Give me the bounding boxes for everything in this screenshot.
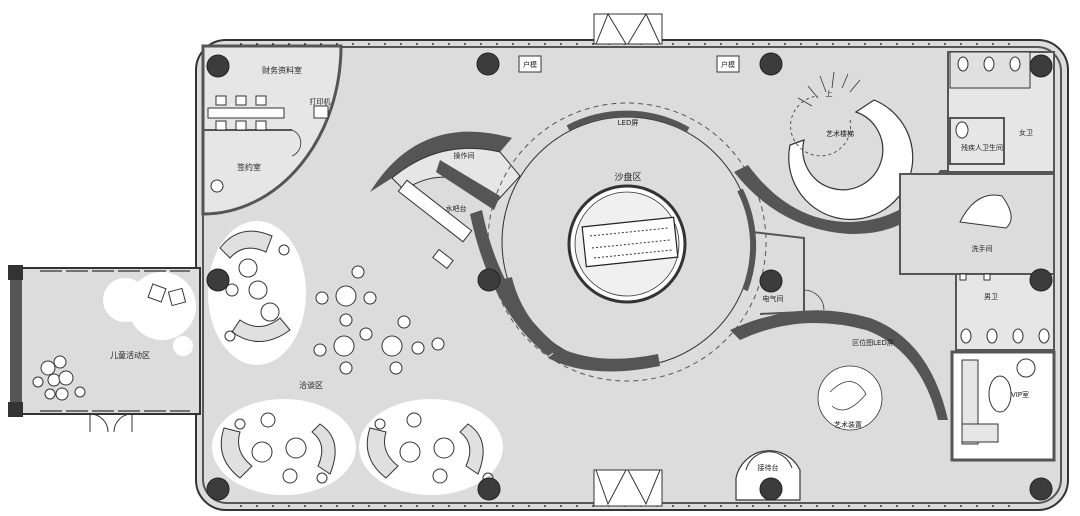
negotiation-area — [208, 221, 503, 495]
children-area-label: 儿童活动区 — [110, 350, 150, 360]
column — [759, 477, 783, 501]
service-block — [899, 51, 1056, 462]
column — [477, 268, 501, 292]
annex-west-wall — [10, 268, 22, 414]
column — [759, 52, 783, 76]
column — [759, 269, 783, 293]
top-entrance-door[interactable] — [593, 12, 663, 45]
art-installation — [817, 365, 883, 431]
sand-table-area-label: 沙盘区 — [614, 171, 641, 183]
finance-contract-room — [201, 44, 343, 216]
room-labels: 财务资料室 打印机 签约室 户模 户模 LED屏 操作间 水吧台 沙盘区 上 艺… — [110, 60, 1033, 472]
household-model-right-box — [716, 55, 740, 73]
sofa-island-bottom-right — [359, 399, 503, 495]
led-screen-wall — [566, 110, 690, 133]
printer-icon — [313, 105, 329, 119]
washroom-label: 洗手间 — [972, 244, 993, 253]
male-toilet-label: 男卫 — [984, 293, 998, 301]
room-door-arc[interactable] — [291, 129, 302, 157]
meeting-table — [207, 95, 285, 131]
column — [1029, 268, 1053, 292]
electrical-room — [751, 231, 825, 315]
column — [477, 477, 501, 501]
curved-partition-walls — [470, 165, 950, 420]
plant-icon — [210, 179, 224, 193]
art-installation-label: 艺术装置 — [834, 420, 862, 429]
reception-desk — [735, 450, 801, 501]
female-toilet-label: 女卫 — [1019, 128, 1033, 137]
column — [476, 52, 500, 76]
vip-sofa — [961, 359, 979, 445]
male-toilet — [955, 273, 1055, 351]
stairs-up-label: 上 — [826, 89, 833, 98]
children-area — [32, 272, 196, 401]
column — [206, 477, 230, 501]
location-led-label: 区位图LED屏 — [852, 338, 894, 347]
led-screen-label: LED屏 — [618, 119, 639, 127]
annex-door[interactable] — [89, 413, 133, 433]
column — [1029, 477, 1053, 501]
annex-corner-top — [8, 265, 23, 280]
printer-label: 打印机 — [310, 97, 331, 106]
operation-room-label: 操作间 — [454, 151, 475, 160]
vip-room-label: VIP室 — [1011, 390, 1029, 399]
structural-columns — [206, 52, 1053, 501]
reception-desk-label: 接待台 — [758, 463, 779, 472]
electrical-room-label: 电气间 — [763, 294, 784, 303]
water-bar-counter — [397, 179, 473, 243]
vip-table — [988, 375, 1012, 413]
water-bar-operation-room — [370, 131, 521, 270]
finance-room-label: 财务资料室 — [262, 65, 302, 75]
water-bar-label: 水吧台 — [446, 204, 467, 213]
sofa-island-bottom-left — [212, 399, 356, 495]
column — [1029, 54, 1053, 78]
art-staircase-label: 艺术楼梯 — [826, 129, 854, 138]
rotunda-wall-right — [737, 188, 757, 292]
negotiation-area-label: 洽谈区 — [299, 380, 323, 390]
household-model-left-label: 户模 — [523, 60, 537, 69]
wash-basin-counter — [959, 194, 1012, 229]
disabled-toilet-label: 残疾人卫生间 — [961, 143, 1003, 152]
household-model-left-box — [518, 55, 542, 73]
column — [206, 268, 230, 292]
household-model-right-label: 户模 — [721, 60, 735, 69]
bottom-entrance-door[interactable] — [593, 469, 663, 507]
contract-room-label: 签约室 — [237, 162, 261, 172]
sand-table-rotunda — [487, 102, 767, 382]
art-staircase — [788, 71, 914, 221]
column — [206, 54, 230, 78]
annex-corner-bottom — [8, 402, 23, 417]
